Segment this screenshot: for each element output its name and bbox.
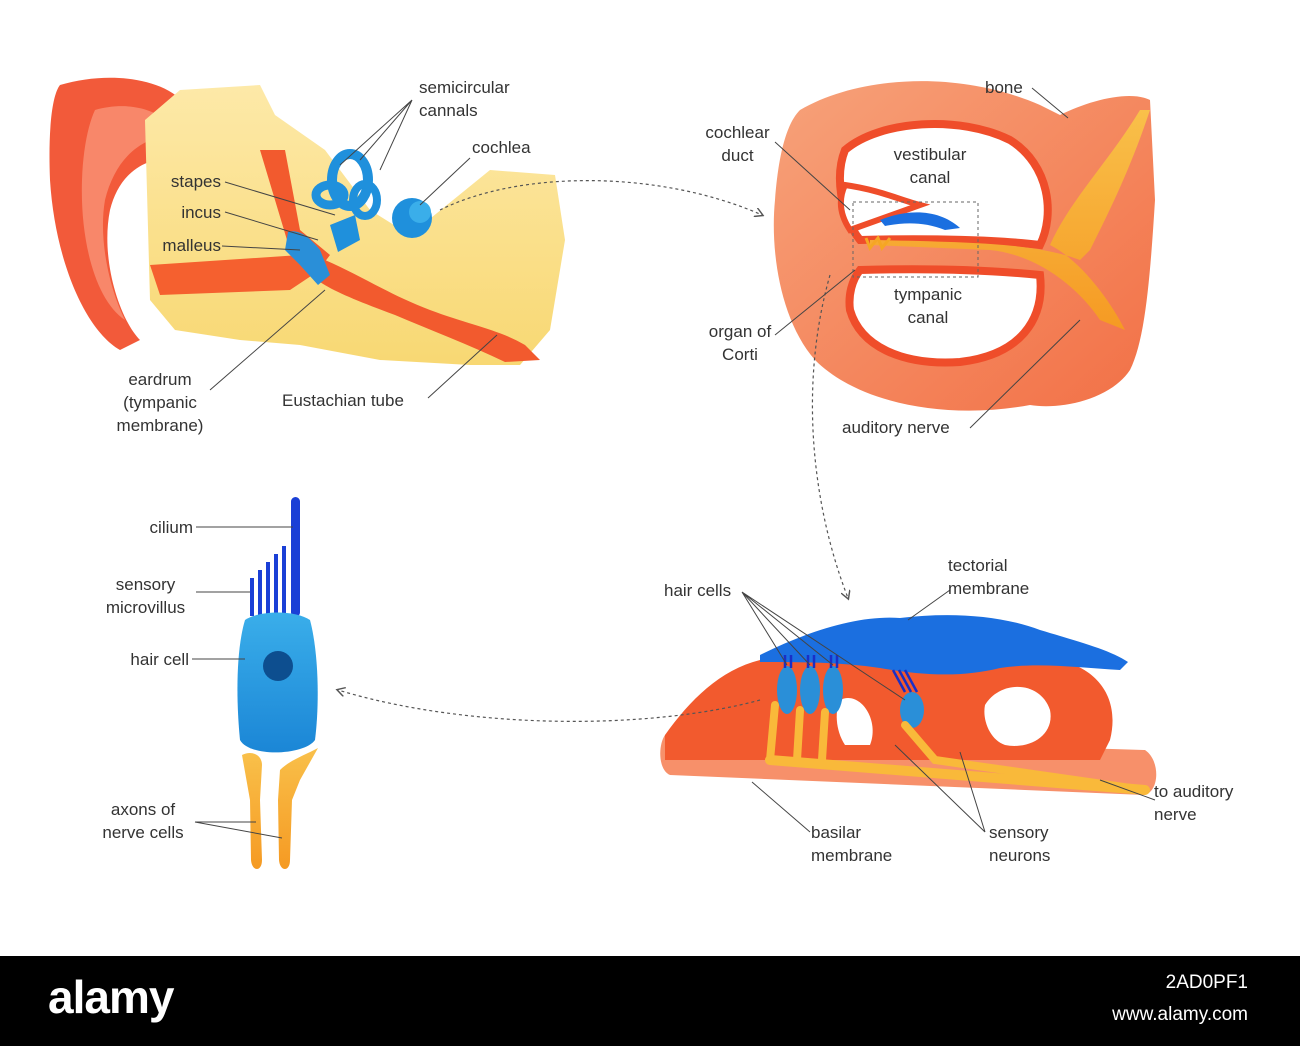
label-malleus: malleus — [162, 236, 221, 255]
label-tympanic-canal: tympanic canal — [893, 285, 963, 327]
label-incus: incus — [181, 203, 221, 222]
site-url[interactable]: www.alamy.com — [1112, 1004, 1248, 1025]
cochlea-cross-section — [773, 81, 1155, 411]
label-hair-cell: hair cell — [130, 650, 189, 669]
label-sensory-microvillus: sensory microvillus — [105, 575, 186, 617]
label-sensory-neurons: sensory neurons — [989, 823, 1051, 865]
label-to-auditory-nerve: to auditory nerve — [1154, 782, 1234, 824]
label-auditory-nerve: auditory nerve — [842, 418, 950, 437]
label-stapes: stapes — [170, 172, 221, 191]
label-cilium: cilium — [149, 518, 193, 537]
label-tectorial-membrane: tectorial membrane — [948, 556, 1030, 598]
organ-of-corti-illustration — [660, 615, 1157, 795]
leader-lines — [192, 87, 1156, 839]
stock-footer: alamy 2AD0PF1 www.alamy.com — [0, 956, 1300, 1046]
label-cochlear-duct: cochlear duct — [705, 123, 770, 165]
label-hair-cells: hair cells — [664, 581, 732, 600]
label-axons-of-nerve-cells: axons of nerve cells — [102, 800, 184, 842]
anatomy-diagram: semicircular cannals cochlea stapes incu… — [49, 77, 1234, 869]
label-semicircular-cannals: semicircular cannals — [419, 78, 510, 120]
label-vestibular-canal: vestibular canal — [893, 145, 967, 187]
label-cochlea: cochlea — [472, 138, 531, 157]
label-basilar-membrane: basilar membrane — [811, 823, 893, 865]
image-id: 2AD0PF1 — [1165, 972, 1248, 993]
label-bone: bone — [985, 78, 1023, 97]
connecting-arrows — [338, 180, 848, 722]
ear-illustration — [49, 77, 565, 365]
alamy-logo: alamy — [48, 971, 174, 1023]
label-eardrum: eardrum (tympanic membrane) — [116, 370, 204, 435]
hair-cell-illustration — [237, 497, 318, 869]
label-eustachian-tube: Eustachian tube — [282, 391, 404, 410]
label-organ-of-corti: organ of Corti — [708, 322, 772, 364]
diagram-artwork — [49, 77, 1157, 869]
